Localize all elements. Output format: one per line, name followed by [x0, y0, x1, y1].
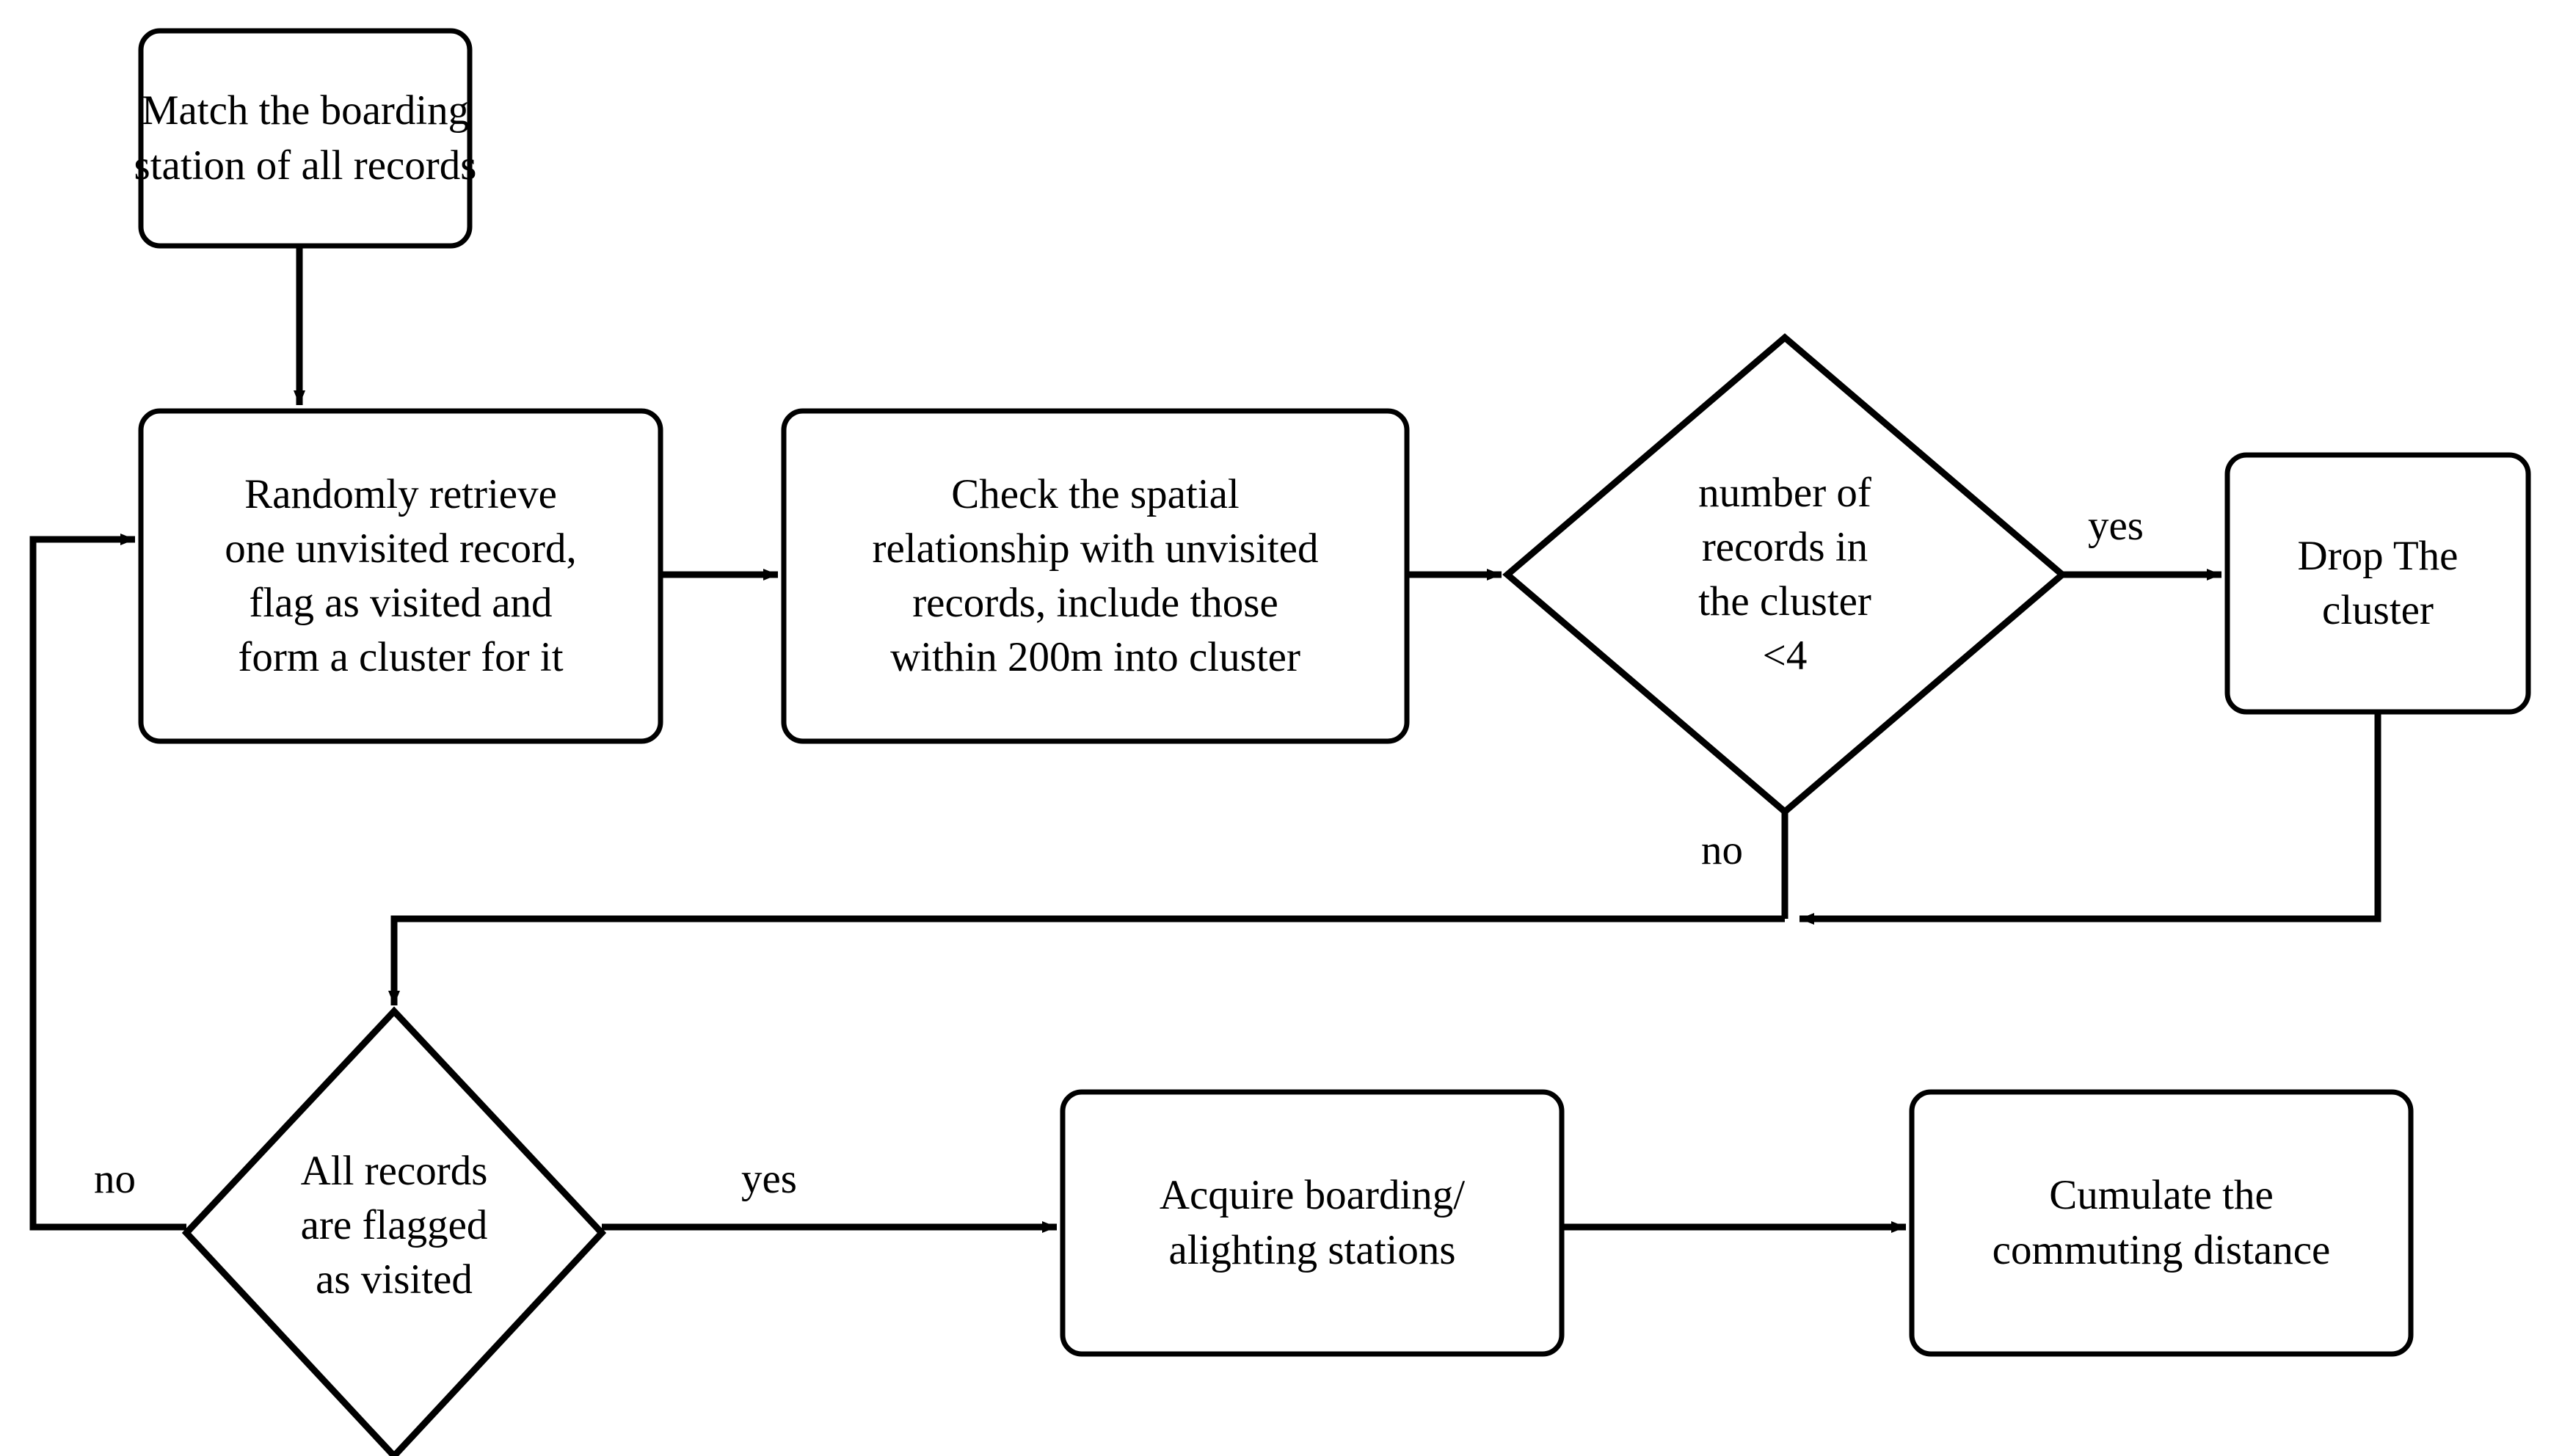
edge-label-all-visited-no: no [94, 1156, 136, 1202]
edge-all-visited-no-loop [29, 534, 186, 1231]
edge-drop-down-to-junction [1799, 712, 2381, 925]
edge-junction-to-all-visited [388, 915, 1785, 1005]
node-cluster-size-decision [1502, 333, 2067, 816]
edge-label-cluster-size-no: no [1701, 827, 1743, 873]
node-check-spatial-relationship [781, 408, 1410, 744]
edge-label-cluster-size-yes: yes [2088, 503, 2144, 549]
node-acquire-stations [1060, 1089, 1565, 1357]
edge-label-all-visited-yes: yes [741, 1156, 797, 1202]
node-all-records-visited-decision [181, 1006, 607, 1456]
node-drop-the-cluster [2224, 452, 2531, 715]
node-randomly-retrieve-record [138, 408, 663, 744]
node-match-boarding-station [138, 28, 473, 249]
node-cumulate-distance [1909, 1089, 2414, 1357]
